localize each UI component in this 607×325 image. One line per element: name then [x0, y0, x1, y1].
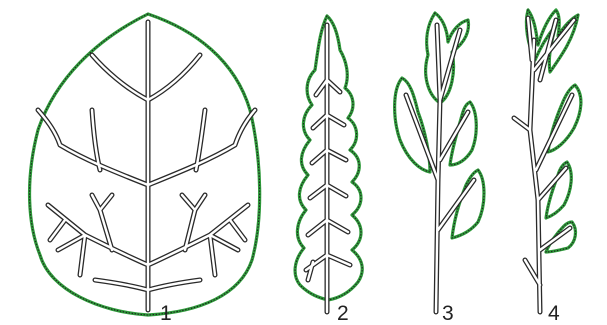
leaf-1-label: 1 — [160, 302, 172, 325]
leaf-4-label: 4 — [548, 302, 560, 325]
leaf-3-label: 3 — [442, 302, 454, 325]
leaf-1: 1 — [30, 14, 260, 325]
leaf-3: 3 — [395, 13, 484, 325]
leaf-4: 4 — [514, 10, 581, 325]
leaf-1-blade — [30, 14, 260, 315]
leaf-2: 2 — [295, 16, 362, 325]
leaf-3-veins — [406, 25, 474, 312]
leaf-2-label: 2 — [337, 302, 349, 325]
